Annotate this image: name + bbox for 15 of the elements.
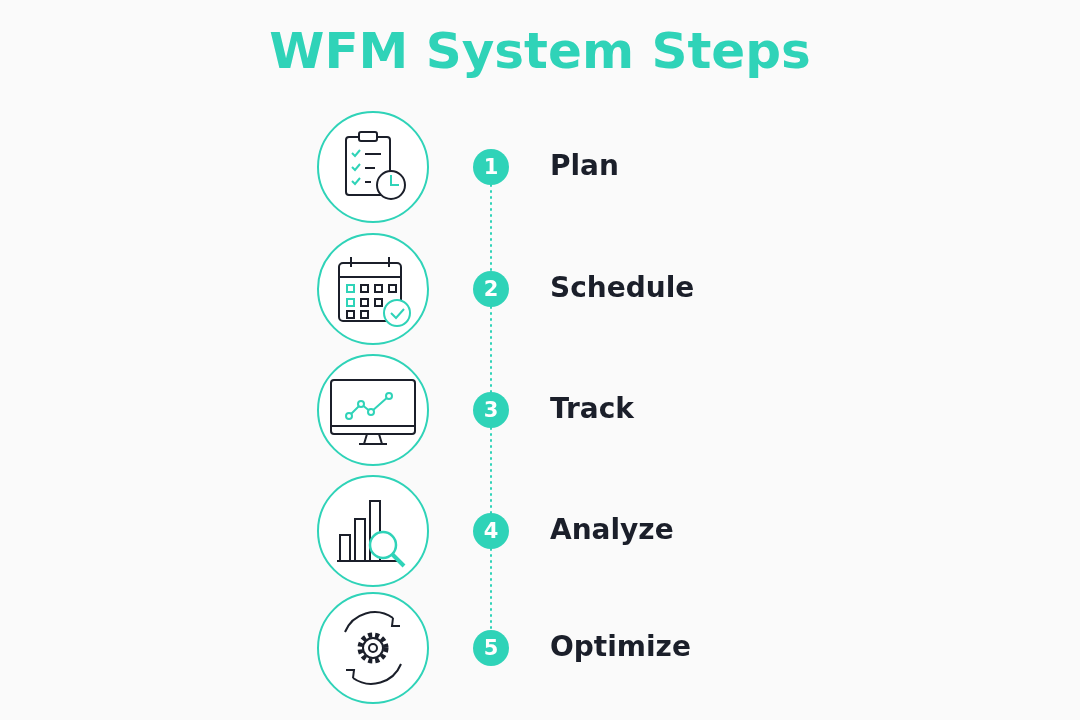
dotted-connector [490, 184, 492, 272]
dotted-connector [490, 548, 492, 631]
step-number-circle: 3 [473, 392, 509, 428]
step-number-circle: 1 [473, 149, 509, 185]
step-label: Analyze [550, 513, 674, 546]
step-label: Schedule [550, 271, 695, 304]
step-number-circle: 4 [473, 513, 509, 549]
dotted-connector [490, 427, 492, 514]
step-number-circle: 5 [473, 630, 509, 666]
step-label: Track [550, 392, 634, 425]
dotted-connector [490, 306, 492, 393]
step-label: Plan [550, 149, 619, 182]
step-number-circle: 2 [473, 271, 509, 307]
step-label: Optimize [550, 630, 691, 663]
title: WFM System Steps [268, 22, 812, 80]
